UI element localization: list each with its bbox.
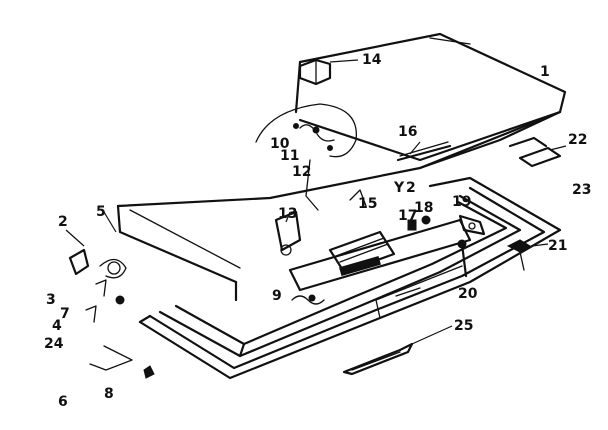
- rod-16: [396, 141, 452, 162]
- callout-18: 18: [414, 200, 433, 216]
- callout-21: 21: [548, 238, 567, 254]
- switch-13: [274, 210, 302, 256]
- wire-harness: [255, 103, 357, 211]
- clip-21: [506, 239, 549, 271]
- callout-22: 22: [568, 132, 587, 148]
- callout-y: Y: [393, 180, 405, 196]
- callout-20: 20: [458, 286, 478, 302]
- callout-10: 10: [270, 136, 290, 152]
- motor-assembly-15: [328, 189, 396, 274]
- callout-8: 8: [104, 386, 114, 402]
- callout-1: 1: [540, 64, 550, 80]
- screw-20: [457, 239, 468, 278]
- callout-23: 23: [572, 182, 591, 198]
- base-bed-plate: [116, 110, 562, 302]
- fasteners-17-19: [407, 214, 486, 236]
- callout-15: 15: [358, 196, 377, 212]
- plate-22: [508, 136, 567, 168]
- callout-3: 3: [46, 292, 56, 308]
- callout-7: 7: [60, 306, 70, 322]
- callout-11: 11: [280, 148, 299, 164]
- callout-9: 9: [272, 288, 282, 304]
- top-cover-plate: [294, 32, 567, 170]
- callout-12: 12: [292, 164, 311, 180]
- callout-19: 19: [452, 194, 471, 210]
- callout-6: 6: [58, 394, 68, 410]
- callout-13: 13: [278, 206, 297, 222]
- callout-4: 4: [52, 318, 62, 334]
- callout-24: 24: [44, 336, 64, 352]
- inner-channel-frame: [158, 194, 522, 358]
- left-hardware: [65, 211, 155, 379]
- callout-25: 25: [454, 318, 473, 334]
- block-14: [298, 58, 359, 86]
- callout-2b: 2: [406, 180, 416, 196]
- grille-plate-25: [342, 325, 453, 376]
- callout-16: 16: [398, 124, 417, 140]
- spring-9: [291, 294, 325, 305]
- callout-5: 5: [96, 204, 106, 220]
- outer-channel-frame: [138, 176, 562, 380]
- callout-14: 14: [362, 52, 382, 68]
- callout-2: 2: [58, 214, 68, 230]
- callout-17: 17: [398, 208, 417, 224]
- callout-labels: 1 2 3 4 5 6 7 8 9 10 11 12 13 14 15 16 1…: [44, 52, 591, 410]
